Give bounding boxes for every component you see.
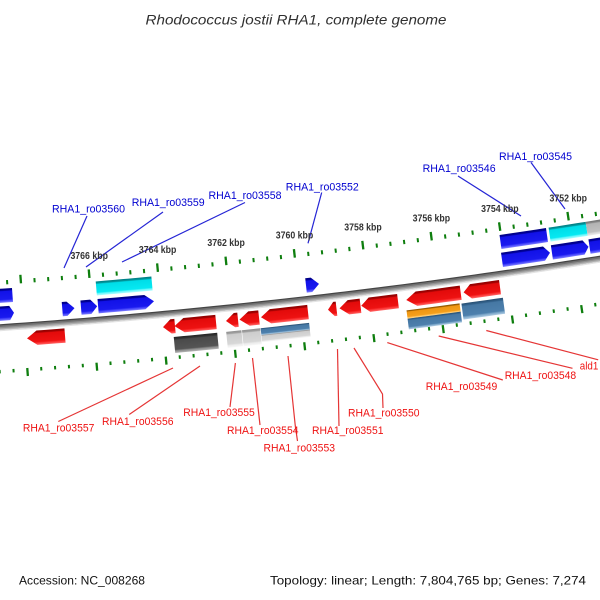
svg-text:RHA1_ro03556: RHA1_ro03556 bbox=[102, 416, 174, 428]
svg-text:RHA1_ro03545: RHA1_ro03545 bbox=[499, 151, 572, 163]
svg-text:3766 kbp: 3766 kbp bbox=[70, 251, 108, 262]
svg-text:RHA1_ro03548: RHA1_ro03548 bbox=[505, 370, 577, 382]
svg-text:Rhodococcus jostii RHA1, compl: Rhodococcus jostii RHA1, complete genome bbox=[146, 11, 447, 27]
svg-text:3760 kbp: 3760 kbp bbox=[276, 231, 314, 242]
svg-text:RHA1_ro03546: RHA1_ro03546 bbox=[423, 163, 496, 175]
svg-text:ald1: ald1 bbox=[580, 361, 599, 373]
svg-text:3754 kbp: 3754 kbp bbox=[481, 204, 519, 215]
svg-text:RHA1_ro03560: RHA1_ro03560 bbox=[52, 203, 125, 215]
svg-text:3756 kbp: 3756 kbp bbox=[413, 213, 451, 224]
svg-text:3752 kbp: 3752 kbp bbox=[550, 193, 588, 204]
svg-text:RHA1_ro03557: RHA1_ro03557 bbox=[23, 422, 95, 434]
svg-text:3764 kbp: 3764 kbp bbox=[139, 245, 177, 256]
svg-text:RHA1_ro03549: RHA1_ro03549 bbox=[426, 381, 498, 393]
svg-text:RHA1_ro03551: RHA1_ro03551 bbox=[312, 425, 384, 437]
svg-text:Accession: NC_008268: Accession: NC_008268 bbox=[19, 574, 145, 588]
svg-text:3762 kbp: 3762 kbp bbox=[207, 238, 245, 249]
svg-text:RHA1_ro03553: RHA1_ro03553 bbox=[264, 443, 336, 455]
svg-text:RHA1_ro03559: RHA1_ro03559 bbox=[132, 197, 205, 209]
svg-text:RHA1_ro03552: RHA1_ro03552 bbox=[286, 182, 359, 194]
svg-text:3758 kbp: 3758 kbp bbox=[344, 222, 382, 233]
svg-text:RHA1_ro03555: RHA1_ro03555 bbox=[183, 407, 255, 419]
svg-text:RHA1_ro03558: RHA1_ro03558 bbox=[209, 190, 282, 202]
svg-text:RHA1_ro03554: RHA1_ro03554 bbox=[227, 425, 299, 437]
svg-text:Topology: linear; Length: 7,80: Topology: linear; Length: 7,804,765 bp; … bbox=[270, 574, 586, 588]
svg-text:RHA1_ro03550: RHA1_ro03550 bbox=[348, 407, 420, 419]
